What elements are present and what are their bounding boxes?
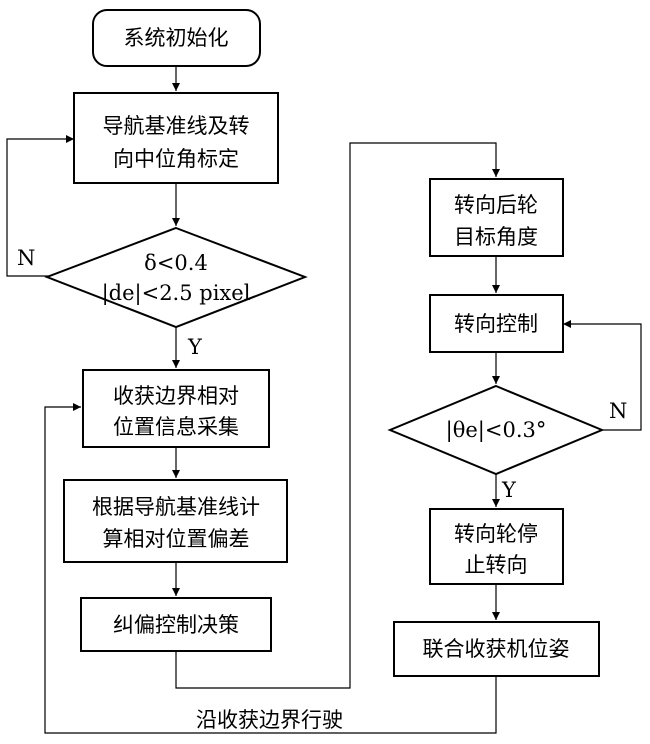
node-compute-line-2: 算相对位置偏差: [103, 527, 250, 551]
node-steer-control: 转向控制: [429, 294, 564, 353]
label-no-right: N: [609, 399, 627, 423]
arrow-no-loop-left: [6, 135, 74, 277]
node-decision: 纠偏控制决策: [80, 597, 272, 652]
node-condition-left: δ<0.4 |de|<2.5 pixel: [44, 226, 308, 329]
node-decision-label: 纠偏控制决策: [113, 613, 239, 637]
node-init: 系统初始化: [92, 9, 261, 67]
node-pose: 联合收获机位姿: [393, 621, 600, 677]
label-yes-left: Y: [187, 335, 203, 359]
node-stop-steer-line-1: 转向轮停: [454, 522, 538, 546]
node-calibration-line-1: 导航基准线及转: [103, 114, 250, 138]
node-collect-line-2: 位置信息采集: [113, 415, 239, 439]
node-target-angle-line-1: 转向后轮: [454, 193, 538, 217]
arrow-no-loop-right: [563, 320, 642, 431]
node-condition-left-line-2: |de|<2.5 pixel: [102, 281, 251, 306]
arrow-pose-to-collect: [44, 403, 497, 734]
node-compute-line-1: 根据导航基准线计: [92, 495, 260, 519]
node-steer-control-label: 转向控制: [454, 312, 538, 336]
node-compute: 根据导航基准线计 算相对位置偏差: [63, 479, 288, 563]
arrow-decide-to-target: [175, 142, 500, 689]
label-travel: 沿收获边界行驶: [196, 708, 343, 732]
label-yes-right: Y: [501, 478, 517, 502]
label-no-left: N: [17, 246, 35, 270]
node-condition-left-line-1: δ<0.4: [144, 251, 208, 275]
node-collect-line-1: 收获边界相对: [113, 384, 239, 408]
node-collect: 收获边界相对 位置信息采集: [82, 369, 270, 448]
node-stop-steer: 转向轮停 止转向: [429, 508, 564, 585]
node-target-angle-line-2: 目标角度: [454, 225, 538, 249]
connectors: [6, 66, 642, 734]
node-condition-right-label: |θe|<0.3°: [446, 418, 547, 443]
node-pose-label: 联合收获机位姿: [423, 637, 570, 661]
node-target-angle: 转向后轮 目标角度: [429, 178, 564, 257]
node-calibration: 导航基准线及转 向中位角标定: [73, 92, 279, 184]
node-calibration-line-2: 向中位角标定: [113, 147, 239, 171]
node-stop-steer-line-2: 止转向: [465, 553, 528, 577]
node-init-label: 系统初始化: [124, 26, 229, 50]
node-condition-right: |θe|<0.3°: [387, 384, 605, 476]
